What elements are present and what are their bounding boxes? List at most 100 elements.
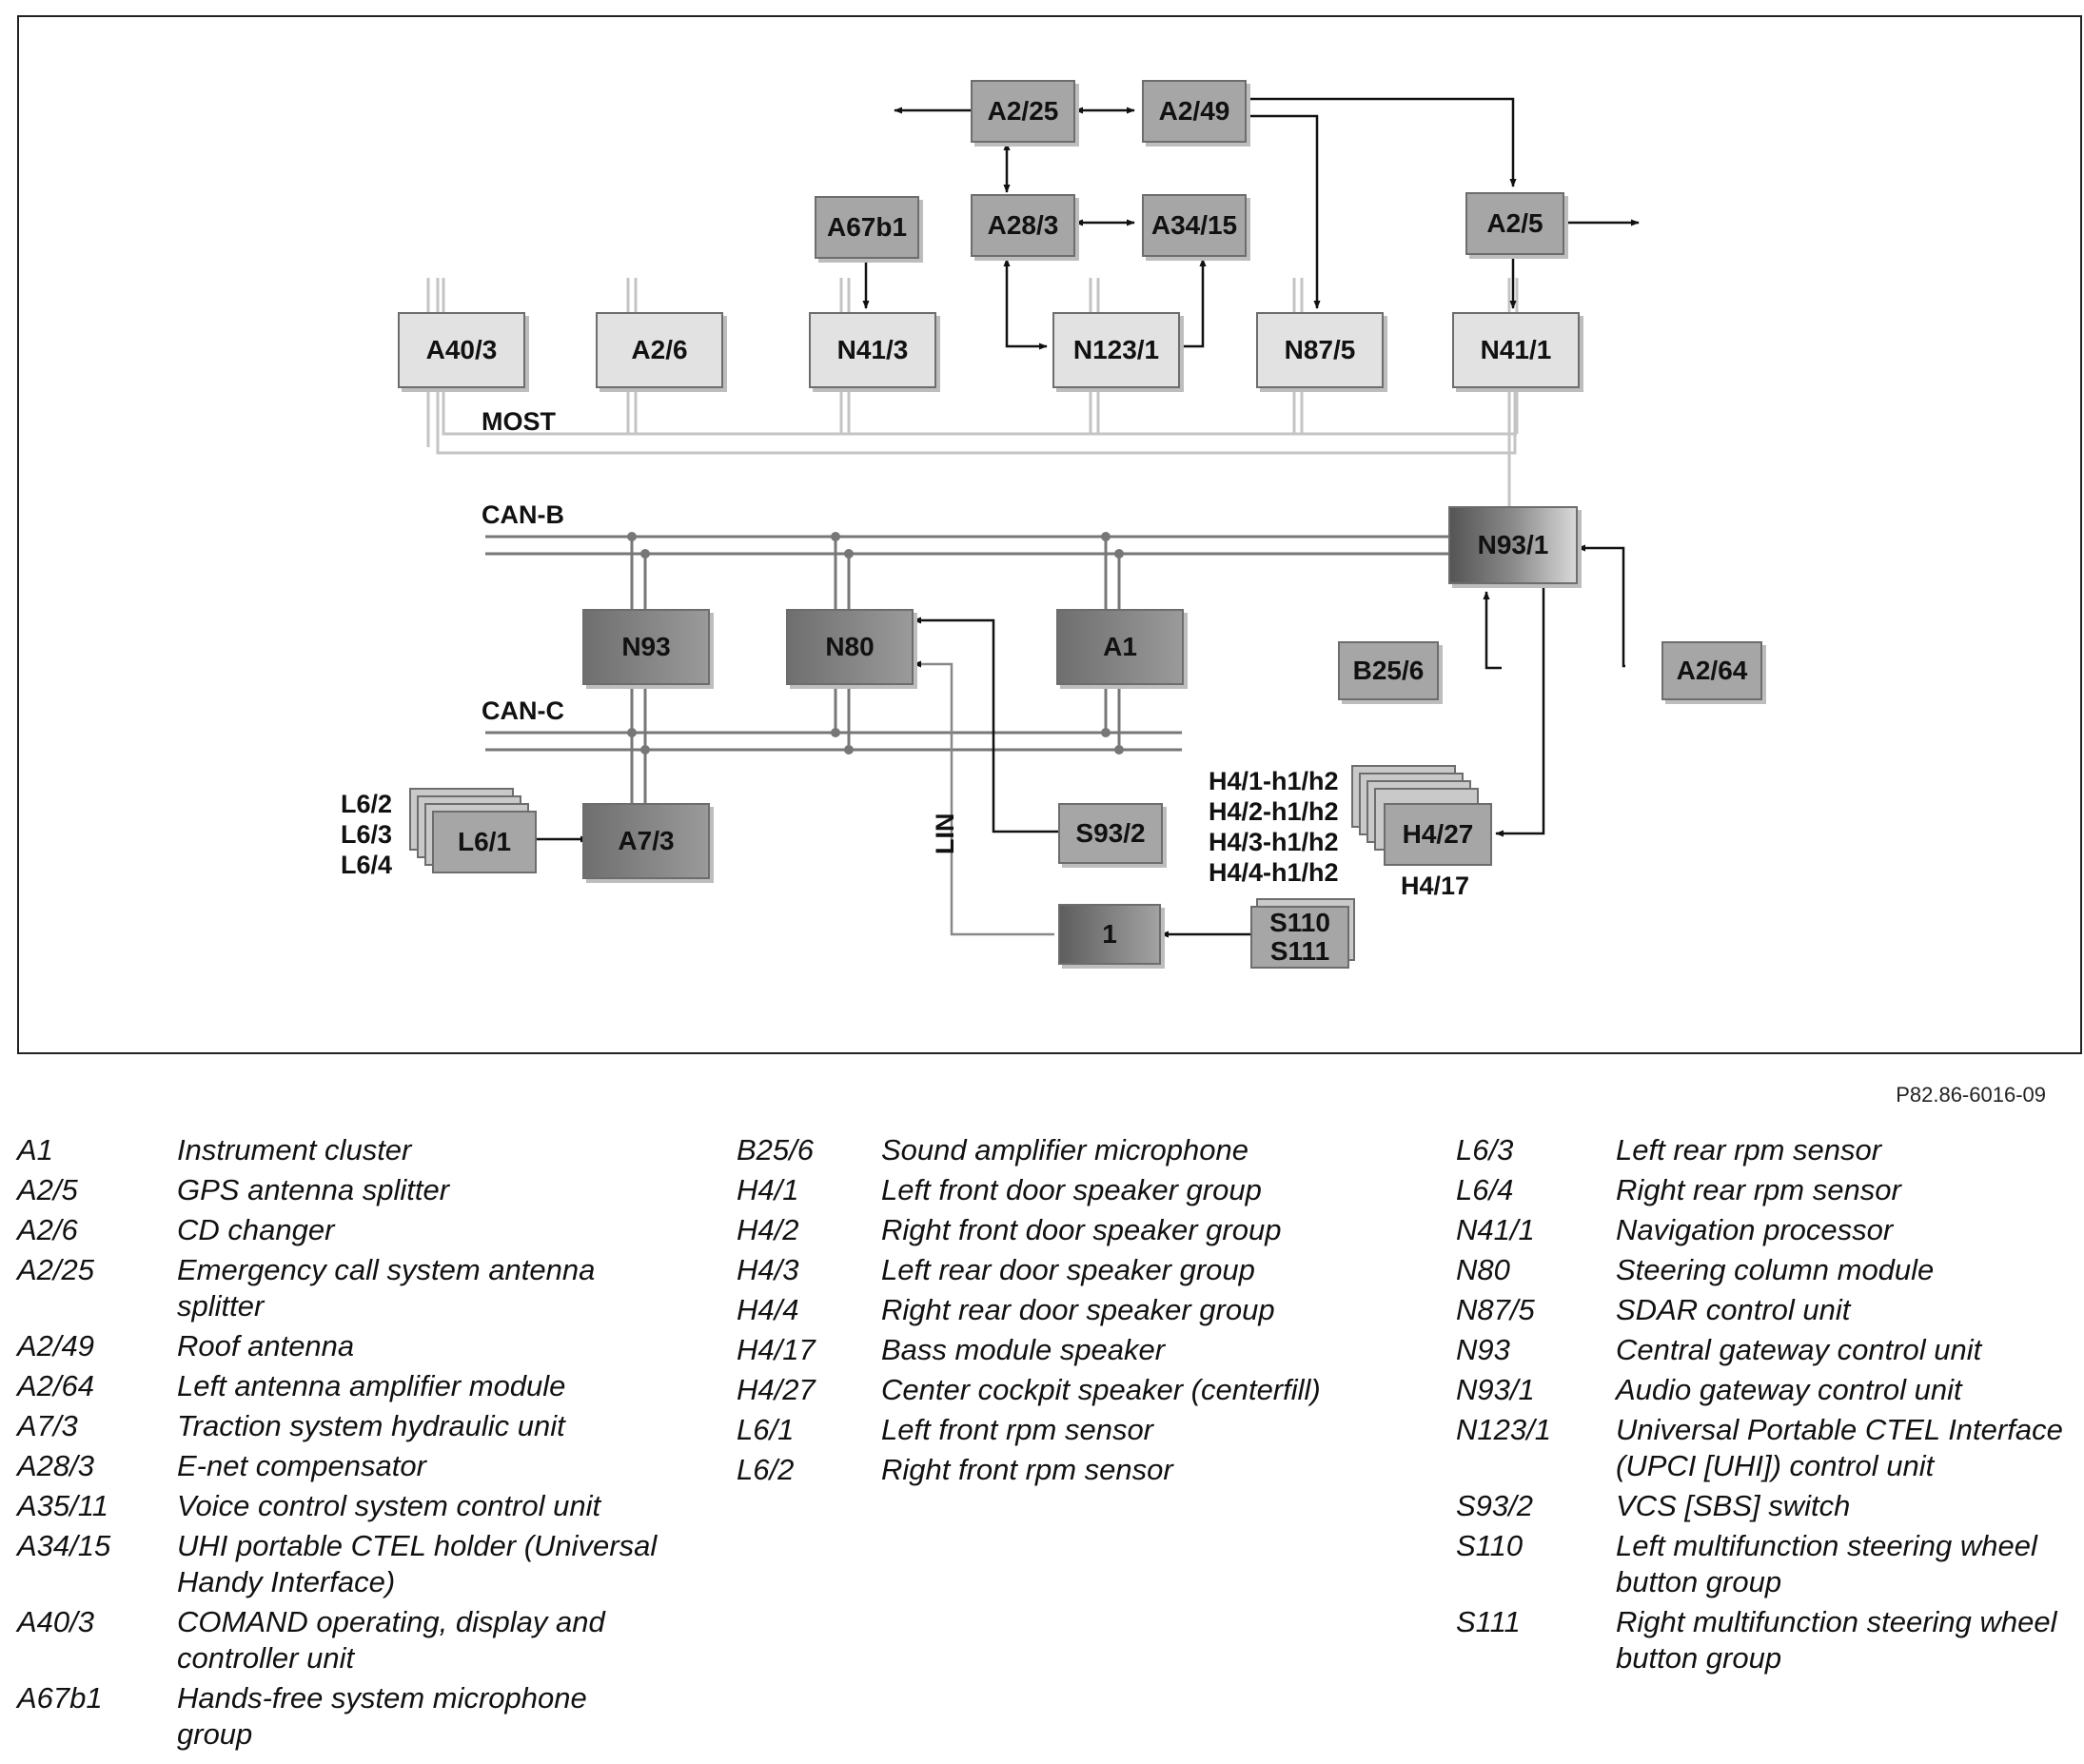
node-a28-3: A28/3 [971,194,1075,257]
node-s110-s111: S110 S111 [1250,906,1349,969]
node-label: A28/3 [987,210,1059,240]
legend-description: Left rear door speaker group [881,1253,1255,1286]
legend-description: Sound amplifier microphone [881,1133,1248,1166]
lin-label: LIN [931,813,959,855]
h4-17-label: H4/17 [1401,872,1470,900]
node-label: A40/3 [425,335,498,364]
node-a2-49: A2/49 [1142,80,1247,143]
node-b25-6: B25/6 [1338,641,1439,700]
legend-code: N93 [1456,1333,1510,1366]
node-label: S93/2 [1075,818,1146,848]
legend-description: Left front door speaker group [881,1173,1262,1206]
node-label-s111: S111 [1269,936,1330,966]
node-label: A1 [1103,632,1137,661]
legend-code: N123/1 [1456,1413,1551,1446]
legend-code: S110 [1456,1529,1524,1562]
node-label: N123/1 [1072,335,1160,364]
legend-item: A2/49 Roof antenna [17,1328,664,1364]
legend-description: Navigation processor [1616,1213,1894,1246]
legend-description: Audio gateway control unit [1616,1373,1962,1406]
l6-4-label: L6/4 [341,851,393,879]
node-label-s110: S110 [1269,908,1330,937]
h4-4-label: H4/4-h1/h2 [1209,858,1339,887]
network-diagram: A2/25 A2/49 A67b1 A28/3 A34/15 A2/5 A40/… [17,15,2082,1054]
legend-code: A1 [17,1133,53,1166]
node-label: N41/3 [836,335,909,364]
legend-description: Left antenna amplifier module [177,1369,566,1402]
legend-code: A35/11 [17,1489,108,1522]
node-label: N80 [825,632,875,661]
node-n87-5: N87/5 [1256,312,1384,388]
can-b-label: CAN-B [482,500,564,529]
legend-description: Hands-free system microphone group [177,1681,587,1751]
legend-item: A35/11 Voice control system control unit [17,1488,664,1524]
legend-item: H4/2 Right front door speaker group [737,1212,1422,1248]
legend-description: Voice control system control unit [177,1489,601,1522]
legend-description: Roof antenna [177,1329,355,1362]
legend-code: B25/6 [737,1133,815,1166]
legend-code: H4/2 [737,1213,799,1246]
node-n41-1: N41/1 [1452,312,1580,388]
legend-code: A2/25 [17,1253,95,1286]
node-label: A2/5 [1486,208,1543,238]
legend-code: L6/2 [737,1453,795,1486]
legend-description: Left multifunction steering wheel button… [1616,1529,2037,1598]
legend-item: A2/25 Emergency call system antenna split… [17,1252,664,1324]
legend-code: S93/2 [1456,1489,1534,1522]
legend-description: Universal Portable CTEL Interface (UPCI … [1616,1413,2063,1482]
legend-description: Left front rpm sensor [881,1413,1154,1446]
legend-description: COMAND operating, display and controller… [177,1605,605,1675]
legend-description: Right front rpm sensor [881,1453,1173,1486]
node-label: 1 [1102,919,1117,949]
legend-code: N80 [1456,1253,1510,1286]
legend-code: A2/5 [17,1173,78,1206]
legend-description: Central gateway control unit [1616,1333,1982,1366]
node-label: N93 [621,632,671,661]
legend-description: Center cockpit speaker (centerfill) [881,1373,1321,1406]
node-1: 1 [1058,904,1161,965]
legend-code: L6/4 [1456,1173,1514,1206]
legend-description: Bass module speaker [881,1333,1166,1366]
legend-item: H4/1 Left front door speaker group [737,1172,1422,1208]
legend-code: H4/1 [737,1173,799,1206]
legend-description: Emergency call system antenna splitter [177,1253,596,1323]
node-a40-3: A40/3 [398,312,525,388]
legend-code: A2/64 [17,1369,95,1402]
node-n123-1: N123/1 [1052,312,1180,388]
legend-code: A34/15 [17,1529,111,1562]
legend-description: Right front door speaker group [881,1213,1282,1246]
node-label: H4/27 [1402,819,1474,849]
h4-3-label: H4/3-h1/h2 [1209,828,1339,856]
connection-lines [426,97,1640,938]
legend-code: H4/17 [737,1333,816,1366]
node-a7-3: A7/3 [582,803,710,879]
node-label: A2/64 [1676,656,1748,685]
legend-code: N93/1 [1456,1373,1535,1406]
legend-description: Right rear door speaker group [881,1293,1275,1326]
legend-description: Instrument cluster [177,1133,412,1166]
node-a2-64: A2/64 [1661,641,1762,700]
legend-code: A2/49 [17,1329,95,1362]
legend-code: A2/6 [17,1213,78,1246]
h4-2-label: H4/2-h1/h2 [1209,797,1339,826]
legend-code: A67b1 [17,1681,103,1715]
legend-code: L6/3 [1456,1133,1514,1166]
legend-code: H4/27 [737,1373,816,1406]
l6-2-label: L6/2 [341,790,393,818]
node-label: A2/49 [1158,96,1230,126]
legend-item: H4/17 Bass module speaker [737,1332,1422,1368]
legend-code: N87/5 [1456,1293,1535,1326]
